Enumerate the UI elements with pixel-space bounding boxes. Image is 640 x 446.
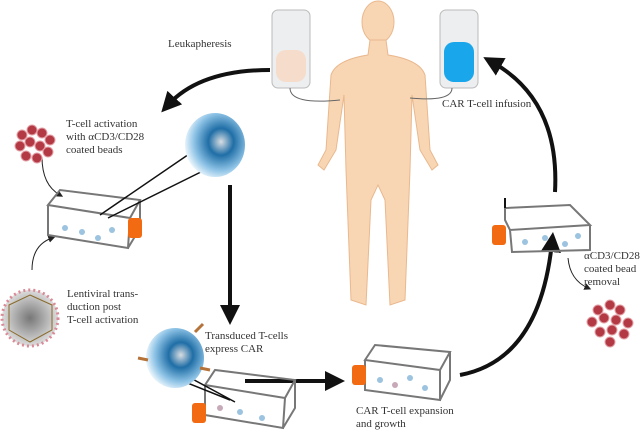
bead-removal-flask xyxy=(492,198,593,254)
bead-removal-label: αCD3/CD28 coated bead removal xyxy=(584,250,640,288)
transduced-label: Transduced T-cells express CAR xyxy=(205,330,289,355)
lentivirus xyxy=(0,288,60,348)
leukapheresis-bag xyxy=(271,9,341,102)
activation-beads xyxy=(14,124,56,164)
leukapheresis-label: Leukapheresis xyxy=(168,38,232,50)
virus-add-arrow xyxy=(31,235,56,271)
expansion-flask xyxy=(352,343,452,402)
leukapheresis-arrow xyxy=(161,68,271,113)
bead-add-arrow xyxy=(41,156,64,197)
activation-label: T-cell activation with αCD3/CD28 coated … xyxy=(66,118,145,156)
t-cell xyxy=(185,113,245,177)
growth-arrow xyxy=(459,232,561,377)
car-t-cell xyxy=(137,322,211,388)
car-t-cell-bag xyxy=(409,9,479,100)
lentiviral-label: Lentiviral trans- duction post T-cell ac… xyxy=(67,288,139,326)
bead-removal-arrow xyxy=(567,257,592,290)
expansion-label: CAR T-cell expansion and growth xyxy=(356,405,454,430)
human-body-figure xyxy=(317,0,439,306)
activation-flask xyxy=(46,149,216,250)
infusion-label: CAR T-cell infusion xyxy=(442,98,532,110)
removed-beads xyxy=(586,299,634,348)
infusion-arrow xyxy=(483,57,558,193)
